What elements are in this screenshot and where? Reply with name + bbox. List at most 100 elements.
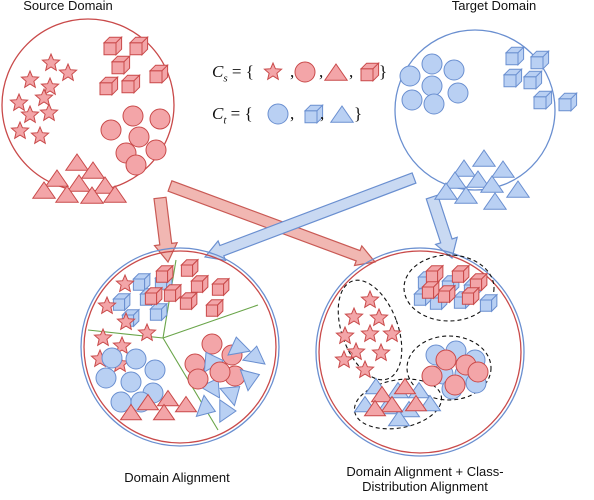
triangle-icon (66, 174, 92, 192)
circle-icon (209, 361, 231, 383)
star-icon (371, 342, 391, 362)
triangle-icon (442, 171, 468, 189)
arrows-layer (153, 172, 459, 267)
dual-alignment-line1: Domain Alignment + Class- (346, 464, 504, 479)
circle-icon (444, 374, 466, 396)
source-class-set: Cs = { (212, 62, 254, 84)
triangle-icon (453, 186, 479, 204)
triangle-icon (465, 170, 491, 188)
cs-close: } (379, 62, 388, 81)
ct-var: C (212, 104, 224, 123)
star-icon (334, 349, 354, 369)
circle-icon (421, 75, 443, 97)
dual-outer-blue (315, 247, 525, 457)
star-icon (20, 104, 40, 124)
triangle-icon (64, 153, 90, 171)
cube-icon (479, 293, 499, 313)
cube-icon (180, 258, 200, 278)
triangle-icon (195, 394, 217, 418)
aligned-outer-red (83, 250, 277, 444)
decision-boundary-2 (162, 304, 259, 339)
triangle-icon (323, 63, 349, 81)
circle-icon (120, 371, 142, 393)
circle-icon (101, 347, 123, 369)
cube-icon (190, 274, 210, 294)
triangle-icon (482, 192, 508, 210)
ct-comma-2: , (320, 104, 325, 123)
ct-comma-1: , (290, 104, 295, 123)
cs-eq-open: = { (227, 62, 254, 81)
cube-icon (163, 283, 183, 303)
triangle-icon (404, 394, 428, 412)
star-icon (137, 322, 157, 342)
star-icon (40, 76, 60, 96)
circle-icon (125, 348, 147, 370)
star-icon (263, 61, 283, 81)
cube-icon (120, 73, 141, 95)
triangle-icon (505, 180, 531, 198)
cube-icon (504, 45, 525, 67)
circle-icon (128, 126, 150, 148)
dual-alignment-label: Domain Alignment + Class- Distribution A… (320, 464, 530, 494)
circle-icon (401, 89, 423, 111)
triangle-icon (227, 336, 252, 356)
cube-icon (211, 277, 231, 297)
triangle-icon (363, 399, 387, 417)
circle-icon (125, 154, 147, 176)
circle-icon (443, 59, 465, 81)
triangle-icon (451, 159, 477, 177)
domain-alignment-label: Domain Alignment (124, 470, 230, 485)
star-icon (58, 62, 78, 82)
cube-icon (98, 75, 119, 97)
dual-alignment-line2: Distribution Alignment (362, 479, 488, 494)
source-to-domain-alignment-arrow (153, 196, 179, 264)
cube-icon (437, 284, 457, 304)
cube-icon (529, 49, 550, 71)
cube-icon (461, 286, 481, 306)
cube-icon (451, 264, 471, 284)
class-cluster-2 (403, 254, 495, 322)
star-icon (9, 92, 29, 112)
circle-icon (294, 61, 316, 83)
star-icon (30, 125, 50, 145)
shape-layer (9, 35, 578, 427)
triangle-icon (479, 175, 505, 193)
triangle-icon (174, 395, 198, 413)
cube-icon (557, 91, 578, 113)
circle-icon (187, 368, 209, 390)
triangle-icon (152, 403, 176, 421)
circle-icon (447, 82, 469, 104)
cube-icon (128, 35, 149, 57)
triangle-icon (219, 386, 241, 407)
star-icon (116, 311, 136, 331)
star-icon (360, 289, 380, 309)
target-class-set: Ct = { (212, 104, 253, 126)
circle-icon (435, 349, 457, 371)
circle-icon (399, 65, 421, 87)
triangle-icon (102, 185, 128, 203)
triangle-icon (393, 377, 417, 395)
cube-icon (522, 69, 543, 91)
star-icon (34, 87, 54, 107)
triangle-icon (219, 398, 237, 424)
triangle-icon (239, 368, 261, 392)
circle-icon (421, 365, 443, 387)
cube-icon (144, 286, 164, 306)
triangle-icon (380, 395, 404, 413)
star-icon (346, 341, 366, 361)
cube-icon (149, 302, 169, 322)
cube-icon (179, 291, 199, 311)
ct-sub: t (223, 114, 227, 127)
cube-icon (110, 54, 131, 76)
source-domain-circle (1, 18, 175, 192)
cube-icon (303, 103, 324, 125)
target-to-domain-alignment-arrow (203, 172, 417, 262)
circle-icon (95, 367, 117, 389)
triangle-icon (44, 169, 70, 187)
circle-icon (149, 108, 171, 130)
ct-eq-open: = { (226, 104, 253, 123)
star-icon (10, 120, 30, 140)
star-icon (344, 306, 364, 326)
dual-outer-red (318, 250, 522, 454)
